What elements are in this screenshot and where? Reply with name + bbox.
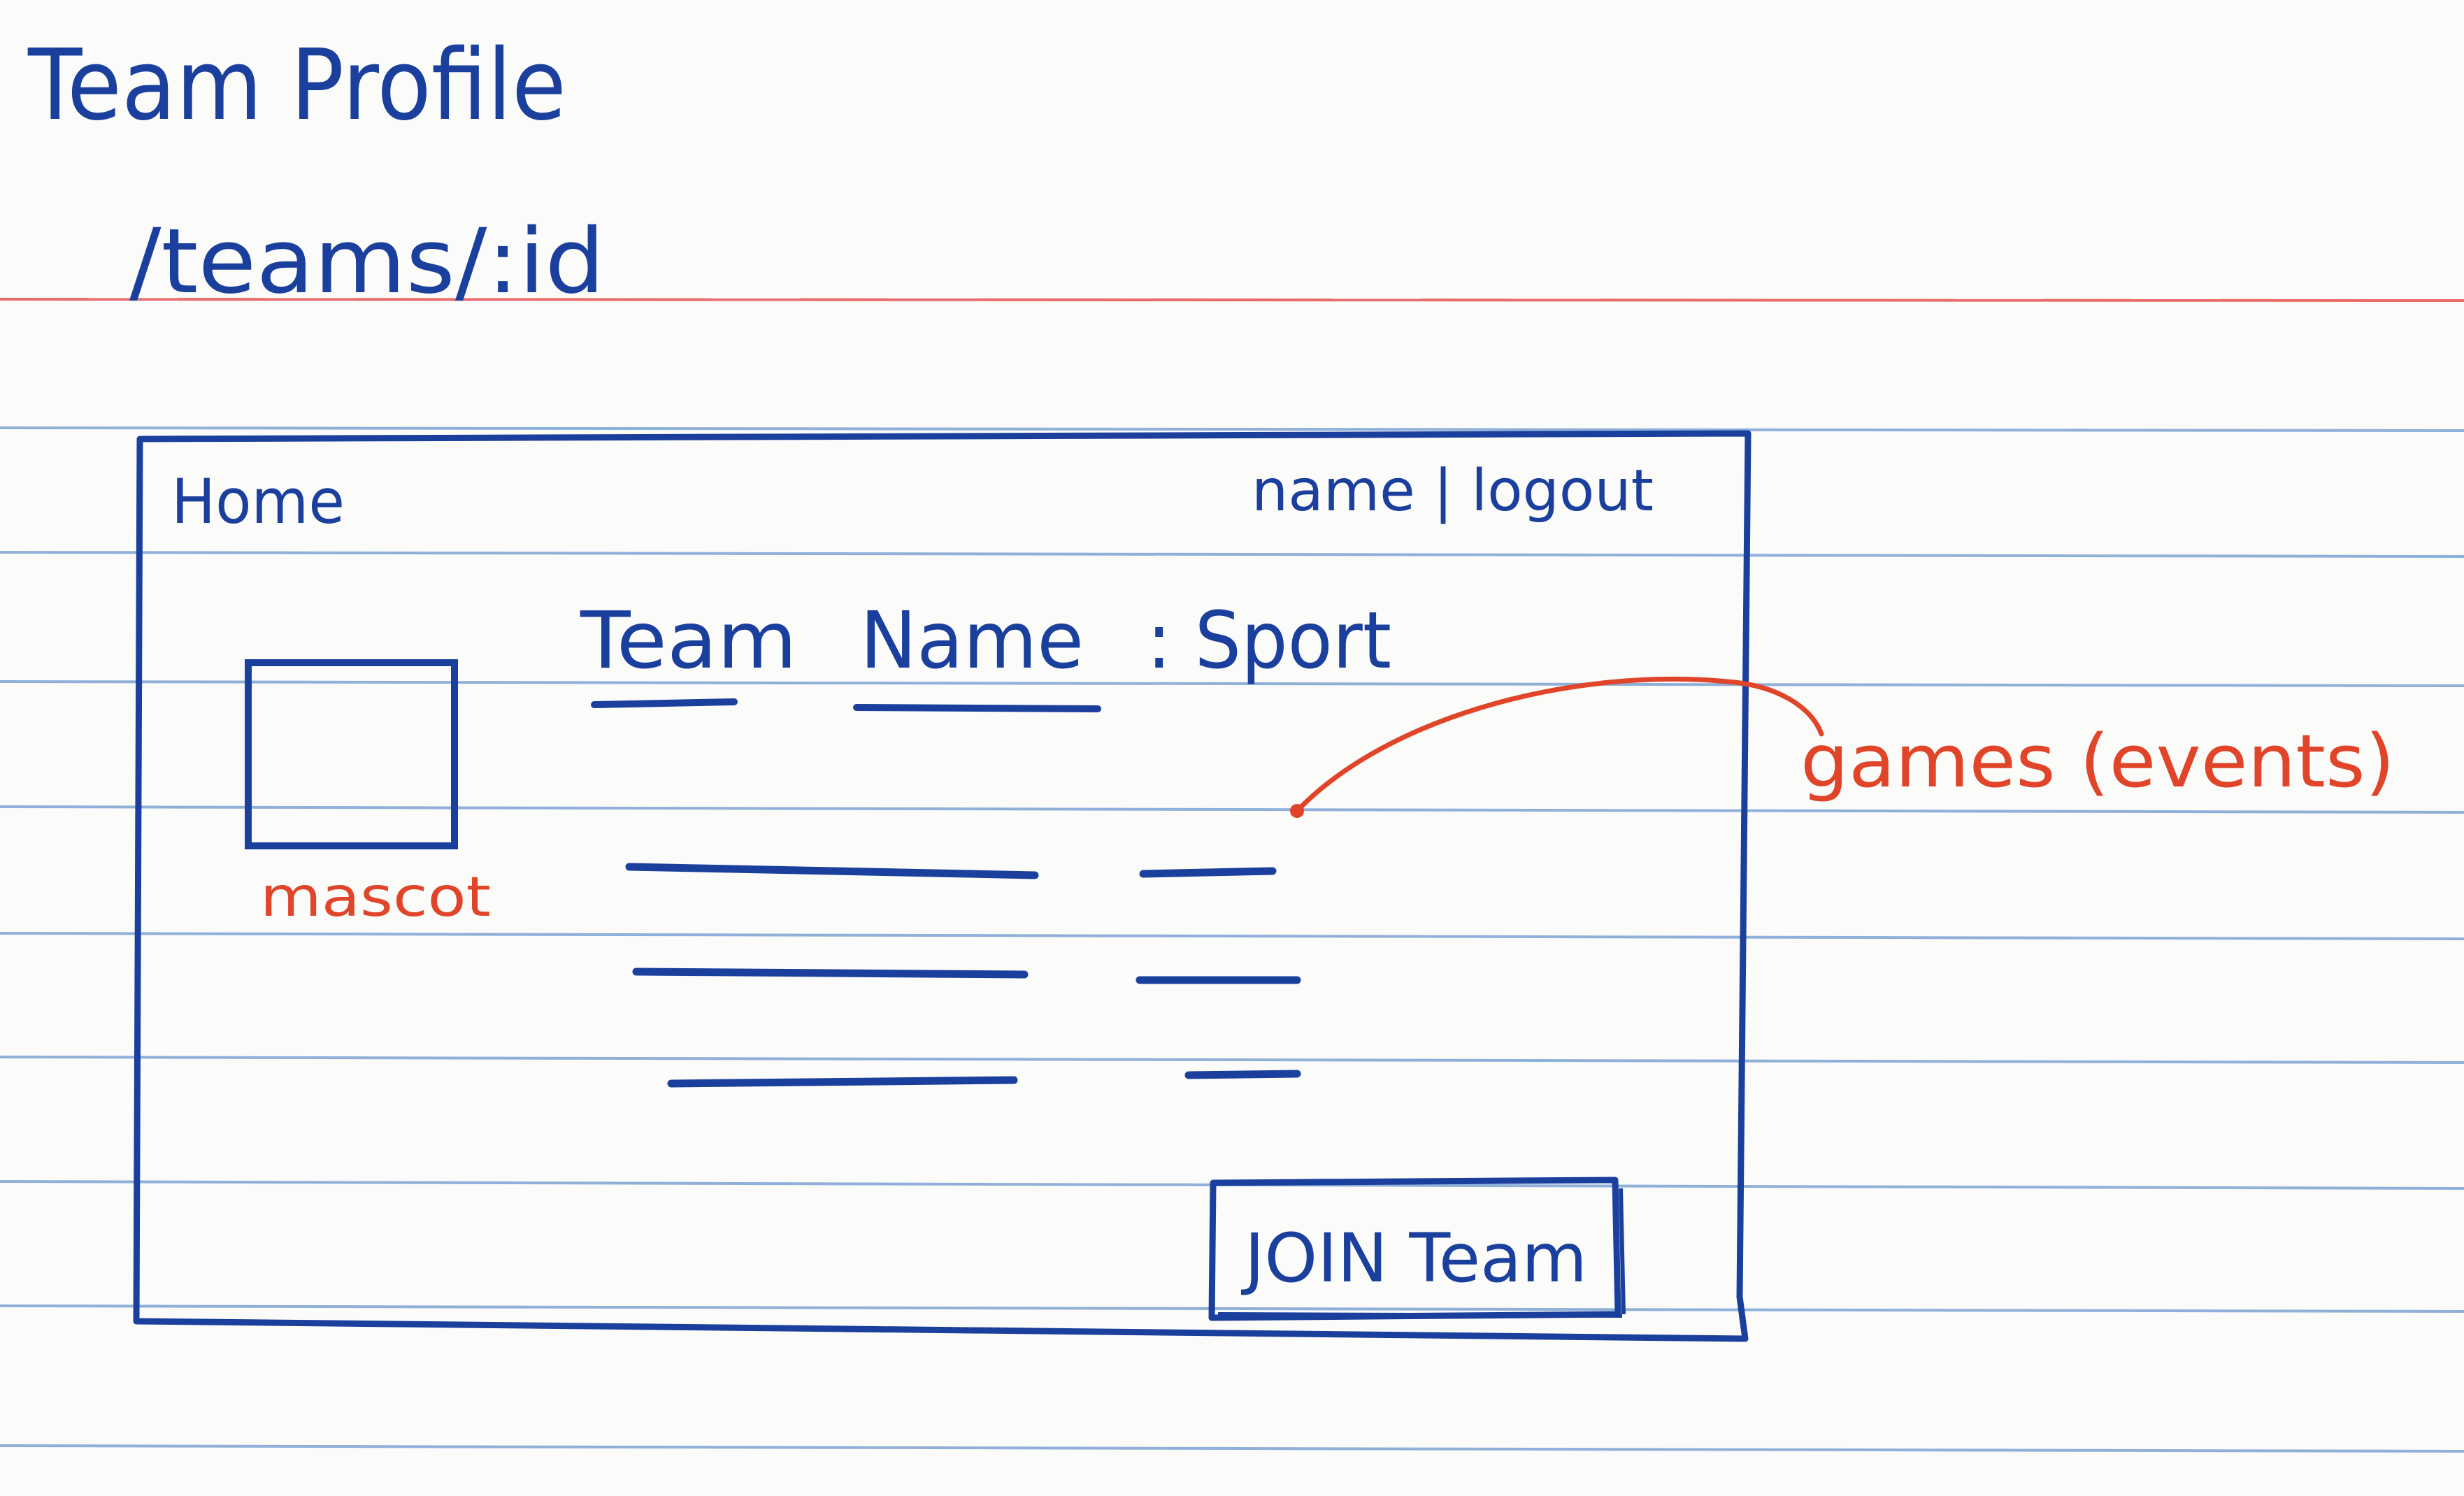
nav-home-link[interactable]: Home bbox=[171, 466, 345, 538]
wireframe-frame bbox=[133, 430, 1752, 1342]
team-underline bbox=[591, 698, 738, 708]
rule-line bbox=[0, 932, 2464, 940]
ruled-lines bbox=[0, 426, 2464, 1453]
annotation-arrow bbox=[1294, 676, 1824, 814]
nav-user-logout[interactable]: name | logout bbox=[1252, 458, 1654, 524]
team-sport-label: : Sport bbox=[1147, 596, 1391, 686]
game-row-placeholder-2 bbox=[632, 968, 1029, 979]
mascot-label: mascot bbox=[260, 866, 491, 929]
annotation-arrow-tip bbox=[1290, 804, 1304, 818]
header-rule-red bbox=[0, 298, 2464, 302]
join-team-button-label: JOIN Team bbox=[1241, 1219, 1587, 1297]
rule-line bbox=[0, 680, 2464, 687]
route-path: /teams/:id bbox=[129, 210, 605, 314]
join-team-button[interactable]: JOIN Team bbox=[1208, 1177, 1626, 1321]
page-title: Team Profile bbox=[27, 29, 566, 143]
join-team-button-shadow bbox=[1217, 1188, 1626, 1318]
team-name-underline bbox=[853, 704, 1101, 712]
team-name-label: Name bbox=[860, 596, 1084, 686]
game-row-detail-3 bbox=[1184, 1070, 1301, 1079]
rule-line bbox=[0, 1444, 2464, 1453]
rule-line bbox=[0, 1304, 2464, 1313]
game-row-detail-1 bbox=[1139, 867, 1277, 878]
mascot-image-placeholder bbox=[245, 659, 458, 849]
rule-line bbox=[0, 551, 2464, 558]
rule-line bbox=[0, 1056, 2464, 1064]
game-row-placeholder-1 bbox=[625, 863, 1039, 879]
games-list-placeholder bbox=[625, 863, 1301, 1088]
game-row-placeholder-3 bbox=[667, 1076, 1018, 1088]
rule-line bbox=[0, 426, 2464, 432]
rule-line bbox=[0, 805, 2464, 814]
team-label: Team bbox=[580, 596, 797, 686]
games-events-annotation: games (events) bbox=[1800, 719, 2395, 804]
